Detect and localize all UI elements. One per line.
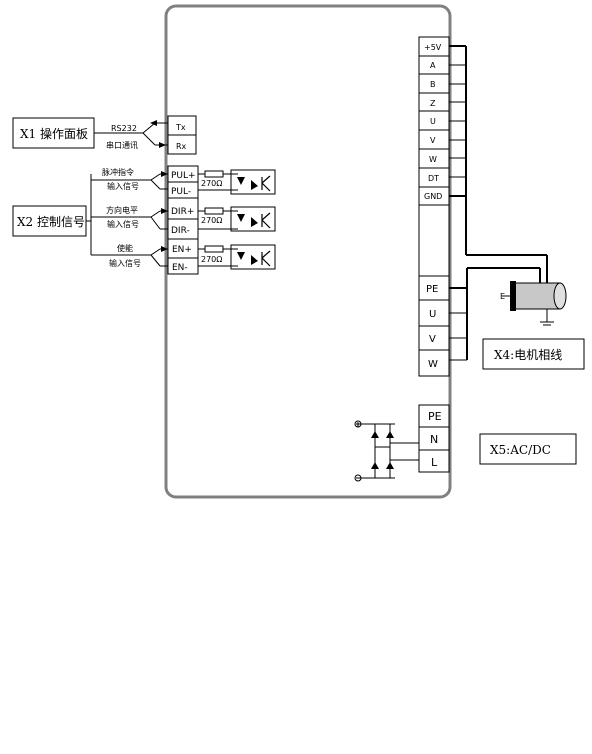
rectifier-diodes bbox=[371, 431, 394, 469]
x1-rx-arrow bbox=[159, 142, 166, 148]
optocoupler-transistors bbox=[261, 175, 271, 267]
power-terminal-pe: PE bbox=[428, 410, 442, 423]
encoder-terminal-block bbox=[418, 36, 450, 377]
x5-box bbox=[479, 433, 577, 465]
encoder-terminal-w: W bbox=[429, 155, 437, 164]
optocoupler-channel-pul bbox=[198, 169, 276, 195]
x2-terminal-en-plus: EN+ bbox=[172, 245, 192, 255]
x2-signal-en-label: 使能 bbox=[117, 243, 133, 253]
encoder-cable bbox=[449, 45, 548, 283]
x2-signal-pul-label: 脉冲指令 bbox=[102, 167, 134, 177]
x2-signal-dir-label: 方向电平 bbox=[106, 205, 138, 215]
optocoupler-channel-dir bbox=[198, 206, 276, 232]
encoder-terminal-gnd: GND bbox=[424, 192, 442, 201]
x2-title: X2 控制信号 bbox=[17, 215, 85, 229]
resistor-label-dir: 270Ω bbox=[201, 216, 222, 225]
x4-title: X4:电机相线 bbox=[494, 348, 562, 362]
x2-signal-pul-sub: 输入信号 bbox=[107, 181, 139, 191]
encoder-terminal-v: V bbox=[430, 136, 436, 145]
motor-terminal-w: W bbox=[428, 359, 438, 370]
resistor-label-pul: 270Ω bbox=[201, 179, 222, 188]
x2-terminal-en-minus: EN- bbox=[172, 263, 188, 273]
x2-terminal-dir-plus: DIR+ bbox=[171, 207, 194, 217]
motor-terminal-pe: PE bbox=[426, 284, 438, 295]
encoder-terminal-a: A bbox=[430, 61, 436, 70]
x1-serial-label: 串口通讯 bbox=[106, 140, 138, 150]
motor-terminal-v: V bbox=[429, 334, 436, 345]
encoder-terminal-z: Z bbox=[430, 99, 436, 108]
motor-phase-cable bbox=[449, 267, 541, 360]
x1-terminal-tx: Tx bbox=[175, 123, 186, 132]
encoder-cable-taps bbox=[449, 64, 466, 178]
bridge-rectifier bbox=[354, 420, 419, 482]
x5-title: X5:AC/DC bbox=[490, 443, 551, 457]
x2-arrows bbox=[161, 171, 168, 252]
x1-wires bbox=[94, 122, 168, 146]
x1-terminal-block bbox=[167, 115, 197, 155]
encoder-mark: E bbox=[500, 292, 505, 301]
power-terminal-n: N bbox=[430, 433, 438, 446]
driver-enclosure bbox=[164, 4, 452, 499]
motor-icon bbox=[502, 281, 567, 326]
optocoupler-channel-en bbox=[198, 244, 276, 270]
x4-box bbox=[482, 338, 585, 370]
x1-rs232-label: RS232 bbox=[111, 124, 137, 133]
x2-terminal-block bbox=[167, 165, 199, 275]
x1-tx-arrow bbox=[150, 120, 157, 126]
encoder-terminal-dt: DT bbox=[428, 174, 439, 183]
encoder-terminal-u: U bbox=[430, 117, 436, 126]
motor-phase-taps bbox=[449, 312, 467, 361]
x2-terminal-pul-plus: PUL+ bbox=[171, 171, 196, 181]
x1-title: X1 操作面板 bbox=[20, 126, 88, 141]
x2-signal-en-sub: 输入信号 bbox=[109, 258, 141, 268]
resistor-label-en: 270Ω bbox=[201, 255, 222, 264]
optocoupler-diodes bbox=[237, 177, 258, 265]
power-terminal-l: L bbox=[431, 456, 438, 469]
encoder-terminal-b: B bbox=[430, 80, 436, 89]
x2-terminal-pul-minus: PUL- bbox=[171, 187, 191, 197]
encoder-terminal-5v: +5V bbox=[424, 43, 442, 52]
motor-terminal-u: U bbox=[429, 309, 436, 320]
x1-terminal-rx: Rx bbox=[176, 142, 187, 151]
x2-signal-dir-sub: 输入信号 bbox=[107, 219, 139, 229]
x2-terminal-dir-minus: DIR- bbox=[171, 226, 190, 236]
power-terminal-block bbox=[418, 404, 450, 473]
